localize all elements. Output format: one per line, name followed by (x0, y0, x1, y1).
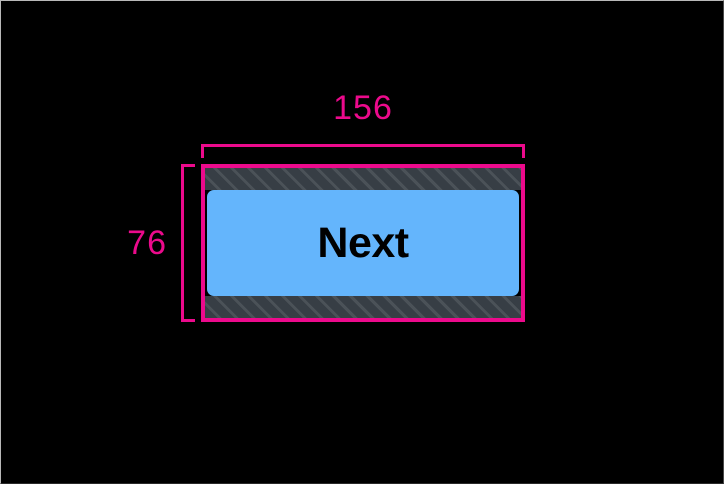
height-dimension-bracket (181, 164, 195, 322)
width-dimension-bracket (201, 144, 525, 158)
element-highlight-outline: Next (201, 164, 525, 322)
padding-hatch-top (205, 168, 521, 190)
width-dimension-label: 156 (333, 89, 393, 127)
height-dimension-label: 76 (127, 224, 167, 262)
element-box-model: Next (205, 168, 521, 318)
padding-hatch-bottom (205, 296, 521, 318)
next-button[interactable]: Next (207, 190, 519, 296)
